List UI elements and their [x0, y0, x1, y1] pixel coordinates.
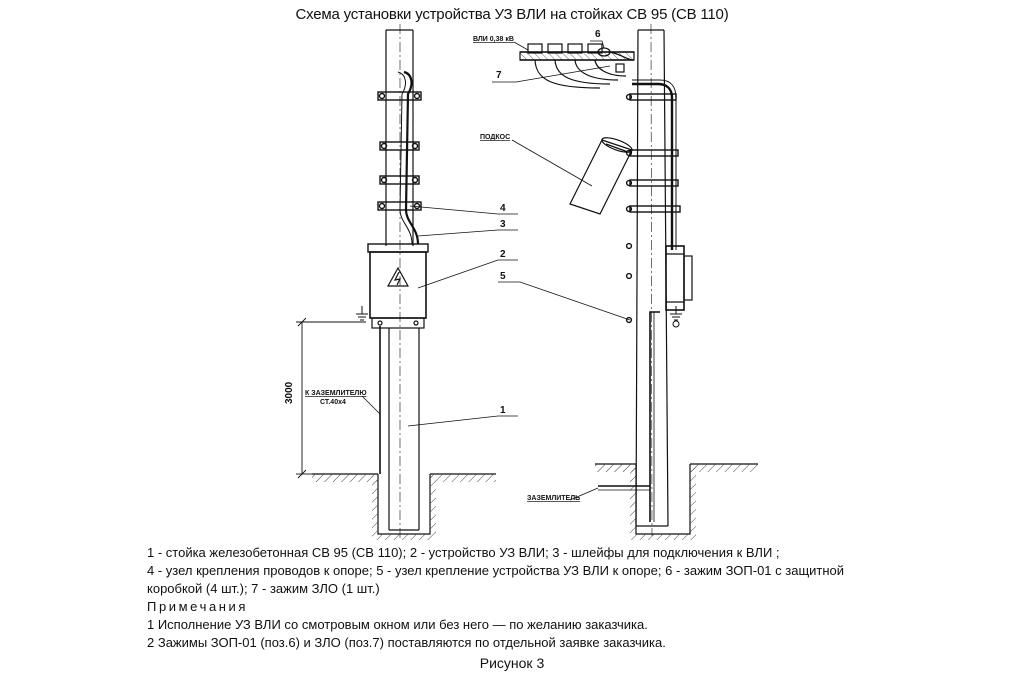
left-leader-lines	[407, 205, 518, 427]
label-st40x4: СТ.40х4	[320, 399, 346, 406]
note-2: 2 Зажимы ЗОП-01 (поз.6) и ЗЛО (поз.7) по…	[147, 635, 666, 650]
notes: Примечания 1 Исполнение УЗ ВЛИ со смотро…	[147, 598, 887, 652]
strut-podkos	[569, 137, 633, 215]
uz-vli-device-side	[665, 245, 693, 311]
right-grounding-strip	[649, 311, 660, 522]
callout-4: 4	[500, 203, 506, 214]
left-ground	[312, 473, 496, 540]
figure-caption: Рисунок 3	[479, 655, 545, 671]
ground-symbol-icon	[356, 306, 368, 321]
ground-symbol-right-icon	[670, 306, 682, 328]
label-k-zazemlitelyu: К ЗАЗЕМЛИТЕЛЮ	[305, 390, 367, 397]
label-zazemlitel: ЗАЗЕМЛИТЕЛЬ	[527, 495, 580, 502]
left-pole	[385, 24, 420, 540]
crossarm-assembly	[519, 43, 635, 89]
leader-5	[498, 281, 631, 321]
notes-heading: Примечания	[147, 599, 249, 614]
legend: 1 - стойка железобетонная СВ 95 (СВ 110)…	[147, 544, 887, 598]
left-pole-assembly	[296, 24, 496, 540]
right-pole	[635, 23, 669, 537]
legend-line-2: 4 - узел крепления проводов к опоре; 5 -…	[147, 563, 845, 578]
diagram-title: Схема установки устройства УЗ ВЛИ на сто…	[295, 6, 729, 23]
zop-clamp	[527, 43, 543, 54]
legend-line-3: коробкой (4 шт.); 7 - зажим ЗЛО (1 шт.)	[147, 581, 380, 596]
dimension-label: 3000	[284, 381, 295, 404]
label-podkos: ПОДКОС	[480, 134, 510, 141]
zop-clamp	[547, 43, 563, 54]
legend-line-1: 1 - стойка железобетонная СВ 95 (СВ 110)…	[147, 545, 780, 560]
zop-clamp	[567, 43, 583, 54]
callout-5: 5	[500, 271, 506, 282]
right-cable-loop	[632, 82, 674, 250]
left-clamp-brackets	[377, 91, 422, 211]
label-vli: ВЛИ 0,38 кВ	[473, 36, 514, 43]
note-1: 1 Исполнение УЗ ВЛИ со смотровым окном и…	[147, 617, 648, 632]
uz-vli-device	[367, 243, 429, 329]
right-ground	[595, 463, 758, 540]
callout-6: 6	[595, 29, 601, 40]
callout-3: 3	[500, 219, 506, 230]
callout-1: 1	[500, 405, 506, 416]
callout-7: 7	[496, 70, 502, 81]
callout-2: 2	[500, 249, 506, 260]
left-cable-loop	[403, 70, 420, 245]
right-pole-assembly	[595, 23, 758, 540]
dimension-line	[296, 317, 366, 479]
